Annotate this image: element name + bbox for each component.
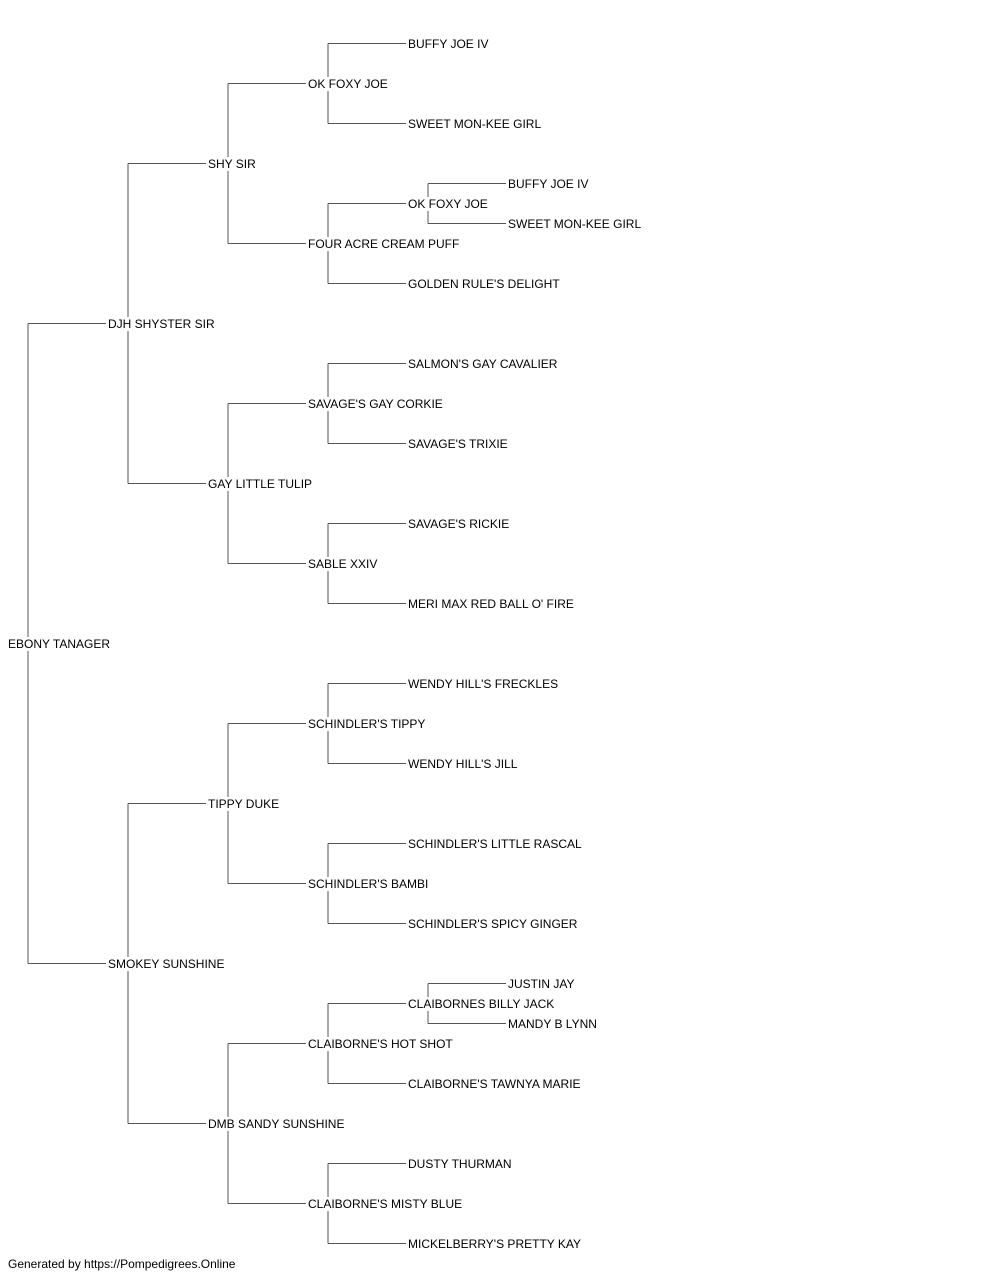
pedigree-name: CLAIBORNE'S HOT SHOT — [308, 1037, 455, 1051]
pedigree-name: SALMON'S GAY CAVALIER — [408, 357, 560, 371]
pedigree-name: CLAIBORNE'S TAWNYA MARIE — [408, 1077, 583, 1091]
pedigree-name: GOLDEN RULE'S DELIGHT — [408, 277, 562, 291]
pedigree-name: SCHINDLER'S SPICY GINGER — [408, 917, 580, 931]
pedigree-name: BUFFY JOE IV — [508, 177, 591, 191]
pedigree-name: OK FOXY JOE — [308, 77, 390, 91]
pedigree-name: CLAIBORNES BILLY JACK — [408, 997, 557, 1011]
pedigree-name: SAVAGE'S GAY CORKIE — [308, 397, 445, 411]
pedigree-name: SHY SIR — [208, 157, 258, 171]
pedigree-name: SWEET MON-KEE GIRL — [508, 217, 644, 231]
pedigree-name: SWEET MON-KEE GIRL — [408, 117, 544, 131]
pedigree-name: SABLE XXIV — [308, 557, 380, 571]
generated-by-footer: Generated by https://Pompedigrees.Online — [8, 1257, 236, 1271]
pedigree-name: TIPPY DUKE — [208, 797, 282, 811]
pedigree-name: SAVAGE'S RICKIE — [408, 517, 512, 531]
pedigree-name: MICKELBERRY'S PRETTY KAY — [408, 1237, 584, 1251]
pedigree-name: SMOKEY SUNSHINE — [108, 957, 227, 971]
pedigree-name: MERI MAX RED BALL O' FIRE — [408, 597, 576, 611]
pedigree-name: WENDY HILL'S JILL — [408, 757, 520, 771]
pedigree-name: CLAIBORNE'S MISTY BLUE — [308, 1197, 465, 1211]
pedigree-name: JUSTIN JAY — [508, 977, 577, 991]
pedigree-name: DMB SANDY SUNSHINE — [208, 1117, 347, 1131]
pedigree-name: BUFFY JOE IV — [408, 37, 491, 51]
pedigree-name: EBONY TANAGER — [8, 637, 113, 651]
pedigree-name: SCHINDLER'S BAMBI — [308, 877, 431, 891]
pedigree-name: DJH SHYSTER SIR — [108, 317, 217, 331]
pedigree-name: SAVAGE'S TRIXIE — [408, 437, 510, 451]
pedigree-name: MANDY B LYNN — [508, 1017, 599, 1031]
pedigree-name: GAY LITTLE TULIP — [208, 477, 315, 491]
pedigree-name: WENDY HILL'S FRECKLES — [408, 677, 561, 691]
pedigree-name: DUSTY THURMAN — [408, 1157, 514, 1171]
pedigree-name: OK FOXY JOE — [408, 197, 490, 211]
pedigree-name: SCHINDLER'S LITTLE RASCAL — [408, 837, 584, 851]
pedigree-name: SCHINDLER'S TIPPY — [308, 717, 428, 731]
pedigree-name: FOUR ACRE CREAM PUFF — [308, 237, 462, 251]
